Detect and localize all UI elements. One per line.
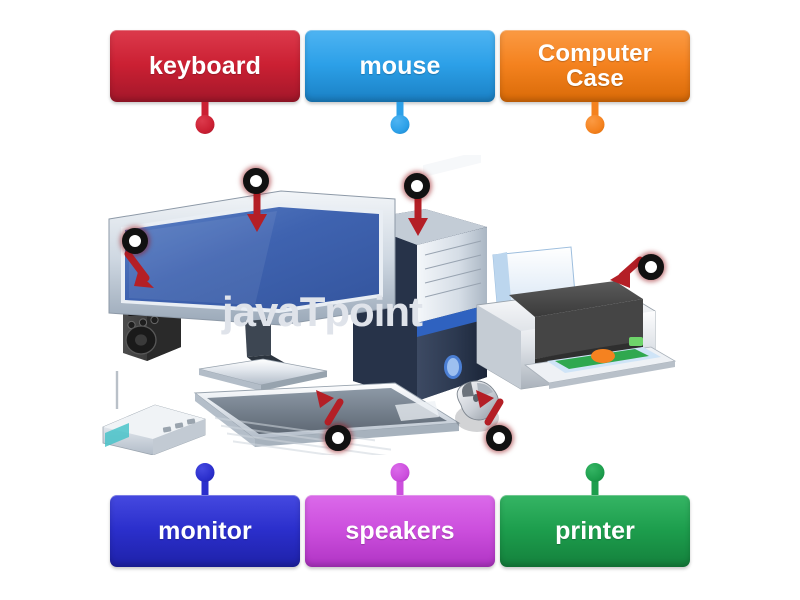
illustration-mouse	[455, 380, 499, 432]
drop-target-speakers[interactable]	[122, 228, 148, 254]
label-chip-printer[interactable]: printer	[500, 463, 690, 567]
illustration-router	[102, 371, 206, 455]
drop-target-keyboard[interactable]	[325, 425, 351, 451]
label-text-computer-case: Computer Case	[537, 39, 653, 92]
chip-knob	[195, 115, 215, 134]
chip-stem	[396, 102, 404, 122]
drop-target-monitor[interactable]	[243, 168, 269, 194]
drop-target-printer[interactable]	[638, 254, 664, 280]
label-text-keyboard: keyboard	[149, 51, 261, 80]
label-chip-mouse[interactable]: mouse	[305, 30, 495, 134]
label-chip-computer-case[interactable]: Computer Case	[500, 30, 690, 134]
chip-knob	[585, 115, 605, 134]
label-text-speakers: speakers	[345, 516, 455, 545]
chip-knob	[390, 115, 410, 134]
computer-parts-illustration	[95, 155, 695, 455]
illustration-monitor	[108, 190, 396, 391]
chip-stem	[201, 102, 209, 122]
label-chip-keyboard[interactable]: keyboard	[110, 30, 300, 134]
chip-knob	[195, 463, 215, 482]
label-text-monitor: monitor	[158, 516, 252, 545]
label-chip-speakers[interactable]: speakers	[305, 463, 495, 567]
chip-stem	[201, 475, 209, 495]
drop-target-mouse[interactable]	[486, 425, 512, 451]
chip-knob	[390, 463, 410, 482]
chip-stem	[591, 102, 599, 122]
label-text-mouse: mouse	[359, 51, 441, 80]
chip-knob	[585, 463, 605, 482]
label-chip-monitor[interactable]: monitor	[110, 463, 300, 567]
label-text-printer: printer	[555, 516, 635, 545]
illustration-printer	[476, 246, 677, 390]
chip-stem	[591, 475, 599, 495]
chip-stem	[396, 475, 404, 495]
drop-target-computer-case[interactable]	[404, 173, 430, 199]
